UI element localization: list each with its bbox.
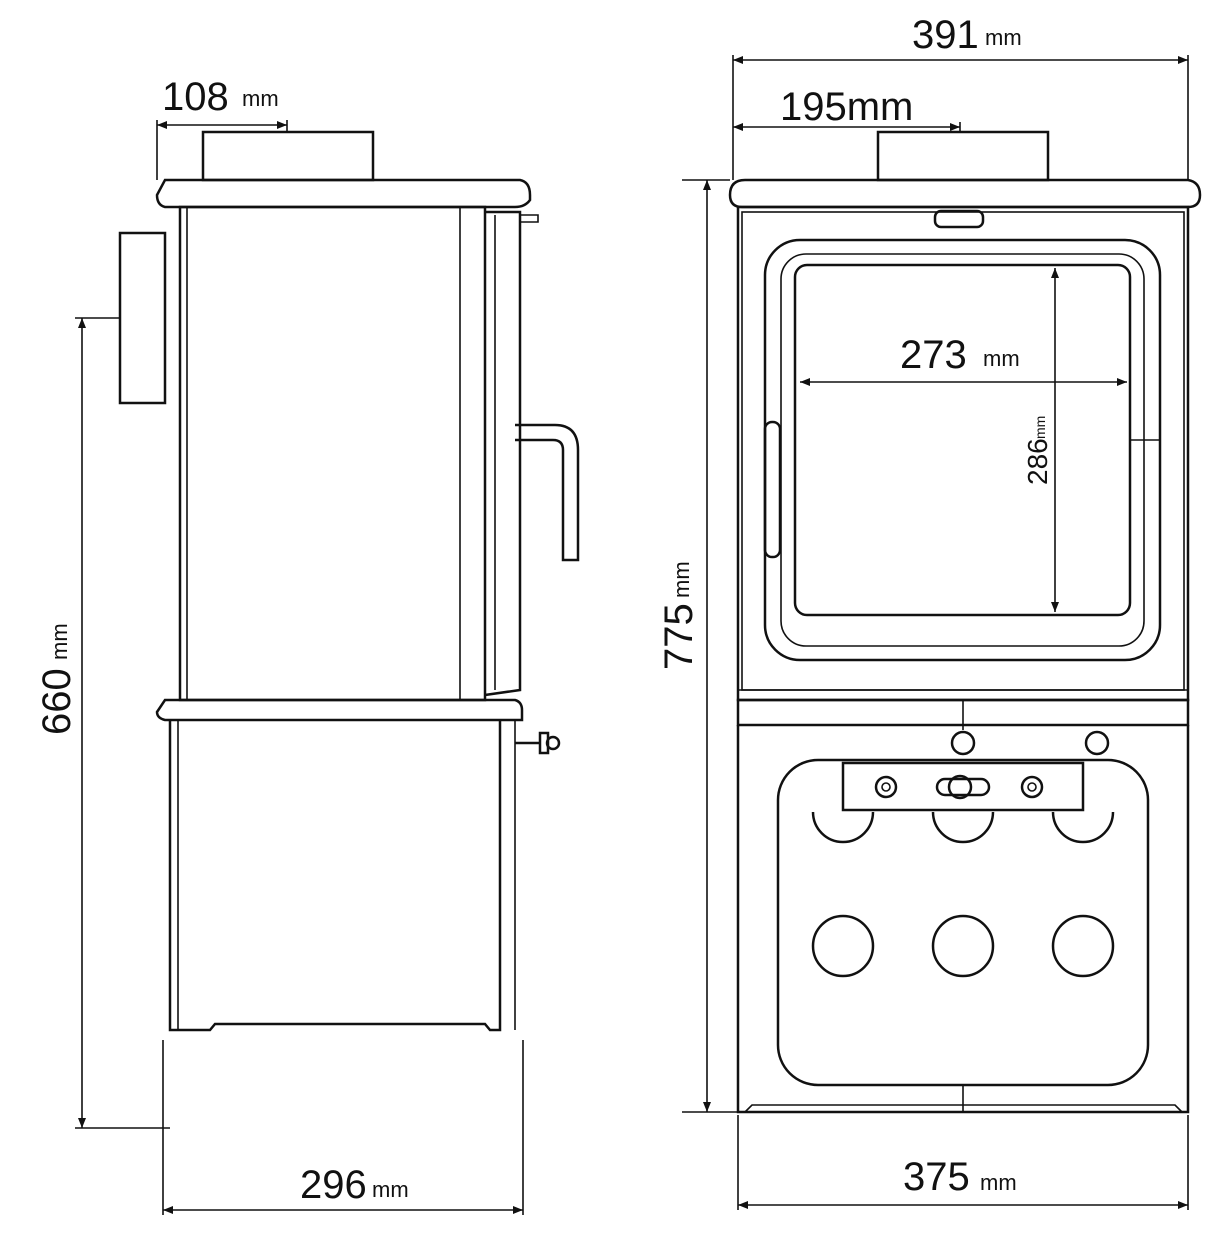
front-lower-body (736, 725, 1190, 1114)
flue-center-label: 195mm (780, 85, 913, 129)
flue-collar (201, 130, 375, 182)
base-width-unit: mm (980, 1170, 1017, 1195)
base-holes (811, 811, 1115, 978)
top-width-unit: mm (985, 25, 1022, 50)
top-plate (155, 178, 532, 209)
air-control-bar (841, 761, 1085, 812)
front-upper-body (736, 205, 1190, 702)
side-door (484, 210, 522, 697)
side-view: 108 mm 660 mm 296 mm (35, 75, 580, 1215)
firebox-door (763, 238, 1162, 662)
base-width-value: 375 (903, 1155, 970, 1199)
door-glass (793, 263, 1132, 617)
height-value: 775 (657, 603, 701, 670)
height-unit: mm (669, 561, 694, 598)
front-door-handle (763, 420, 782, 559)
front-top-plate (728, 178, 1202, 209)
glass-height-value: 286 (1022, 438, 1053, 485)
flue-height-unit: mm (47, 623, 72, 660)
front-view: 391 mm 195mm 775 mm 375 mm 273 mm 286 mm (657, 13, 1202, 1210)
air-control-knob (515, 731, 561, 755)
middle-plate (155, 698, 524, 722)
door-latch (933, 209, 985, 229)
glass-height-unit: mm (1032, 416, 1048, 439)
lower-body (168, 720, 502, 1032)
upper-body (178, 205, 487, 702)
depth-unit: mm (372, 1177, 409, 1202)
glass-width-value: 273 (900, 333, 967, 377)
flue-offset-value: 108 (162, 75, 229, 119)
flue-offset-unit: mm (242, 86, 279, 111)
top-width-value: 391 (912, 13, 979, 57)
front-flue-collar (876, 130, 1050, 182)
depth-value: 296 (300, 1163, 367, 1207)
flue-height-value: 660 (35, 668, 79, 735)
door-handle (515, 423, 580, 562)
glass-width-unit: mm (983, 346, 1020, 371)
rear-vent (118, 231, 167, 405)
base-panel (776, 758, 1150, 1087)
